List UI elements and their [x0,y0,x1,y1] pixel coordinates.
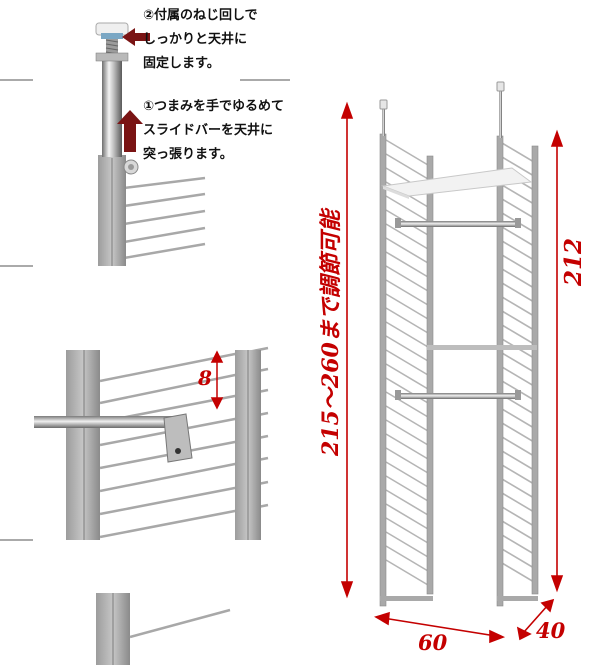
note-line: 固定します。 [143,56,220,71]
dimension-arrows [340,101,564,644]
bar-pitch-label: 8 [198,366,212,390]
pointer-arrow [122,28,150,46]
depth-label: 40 [536,618,566,643]
detail-post-bottom [96,593,231,665]
section-dividers [0,79,290,541]
height-label: 212 [560,237,587,286]
note-line: ②付属のねじ回しで [143,8,258,23]
note-line: ①つまみを手でゆるめて [143,99,285,114]
rack-illustration [379,81,539,607]
push-up-arrow [117,110,143,152]
width-label: 60 [418,630,448,655]
detail-bar-pitch [34,346,269,540]
note-line: スライドバーを天井に [143,123,274,138]
note-line: 突っ張ります。 [143,147,233,162]
note-line: しっかりと天井に [143,32,248,47]
fixing-instruction-note: ②付属のねじ回しで しっかりと天井に 固定します。 [143,4,258,76]
detail-tension-pole [95,22,206,266]
tension-instruction-note: ①つまみを手でゆるめて スライドバーを天井に 突っ張ります。 [143,95,284,167]
adjustable-range-label: 215～260まで調節可能 [318,210,344,456]
